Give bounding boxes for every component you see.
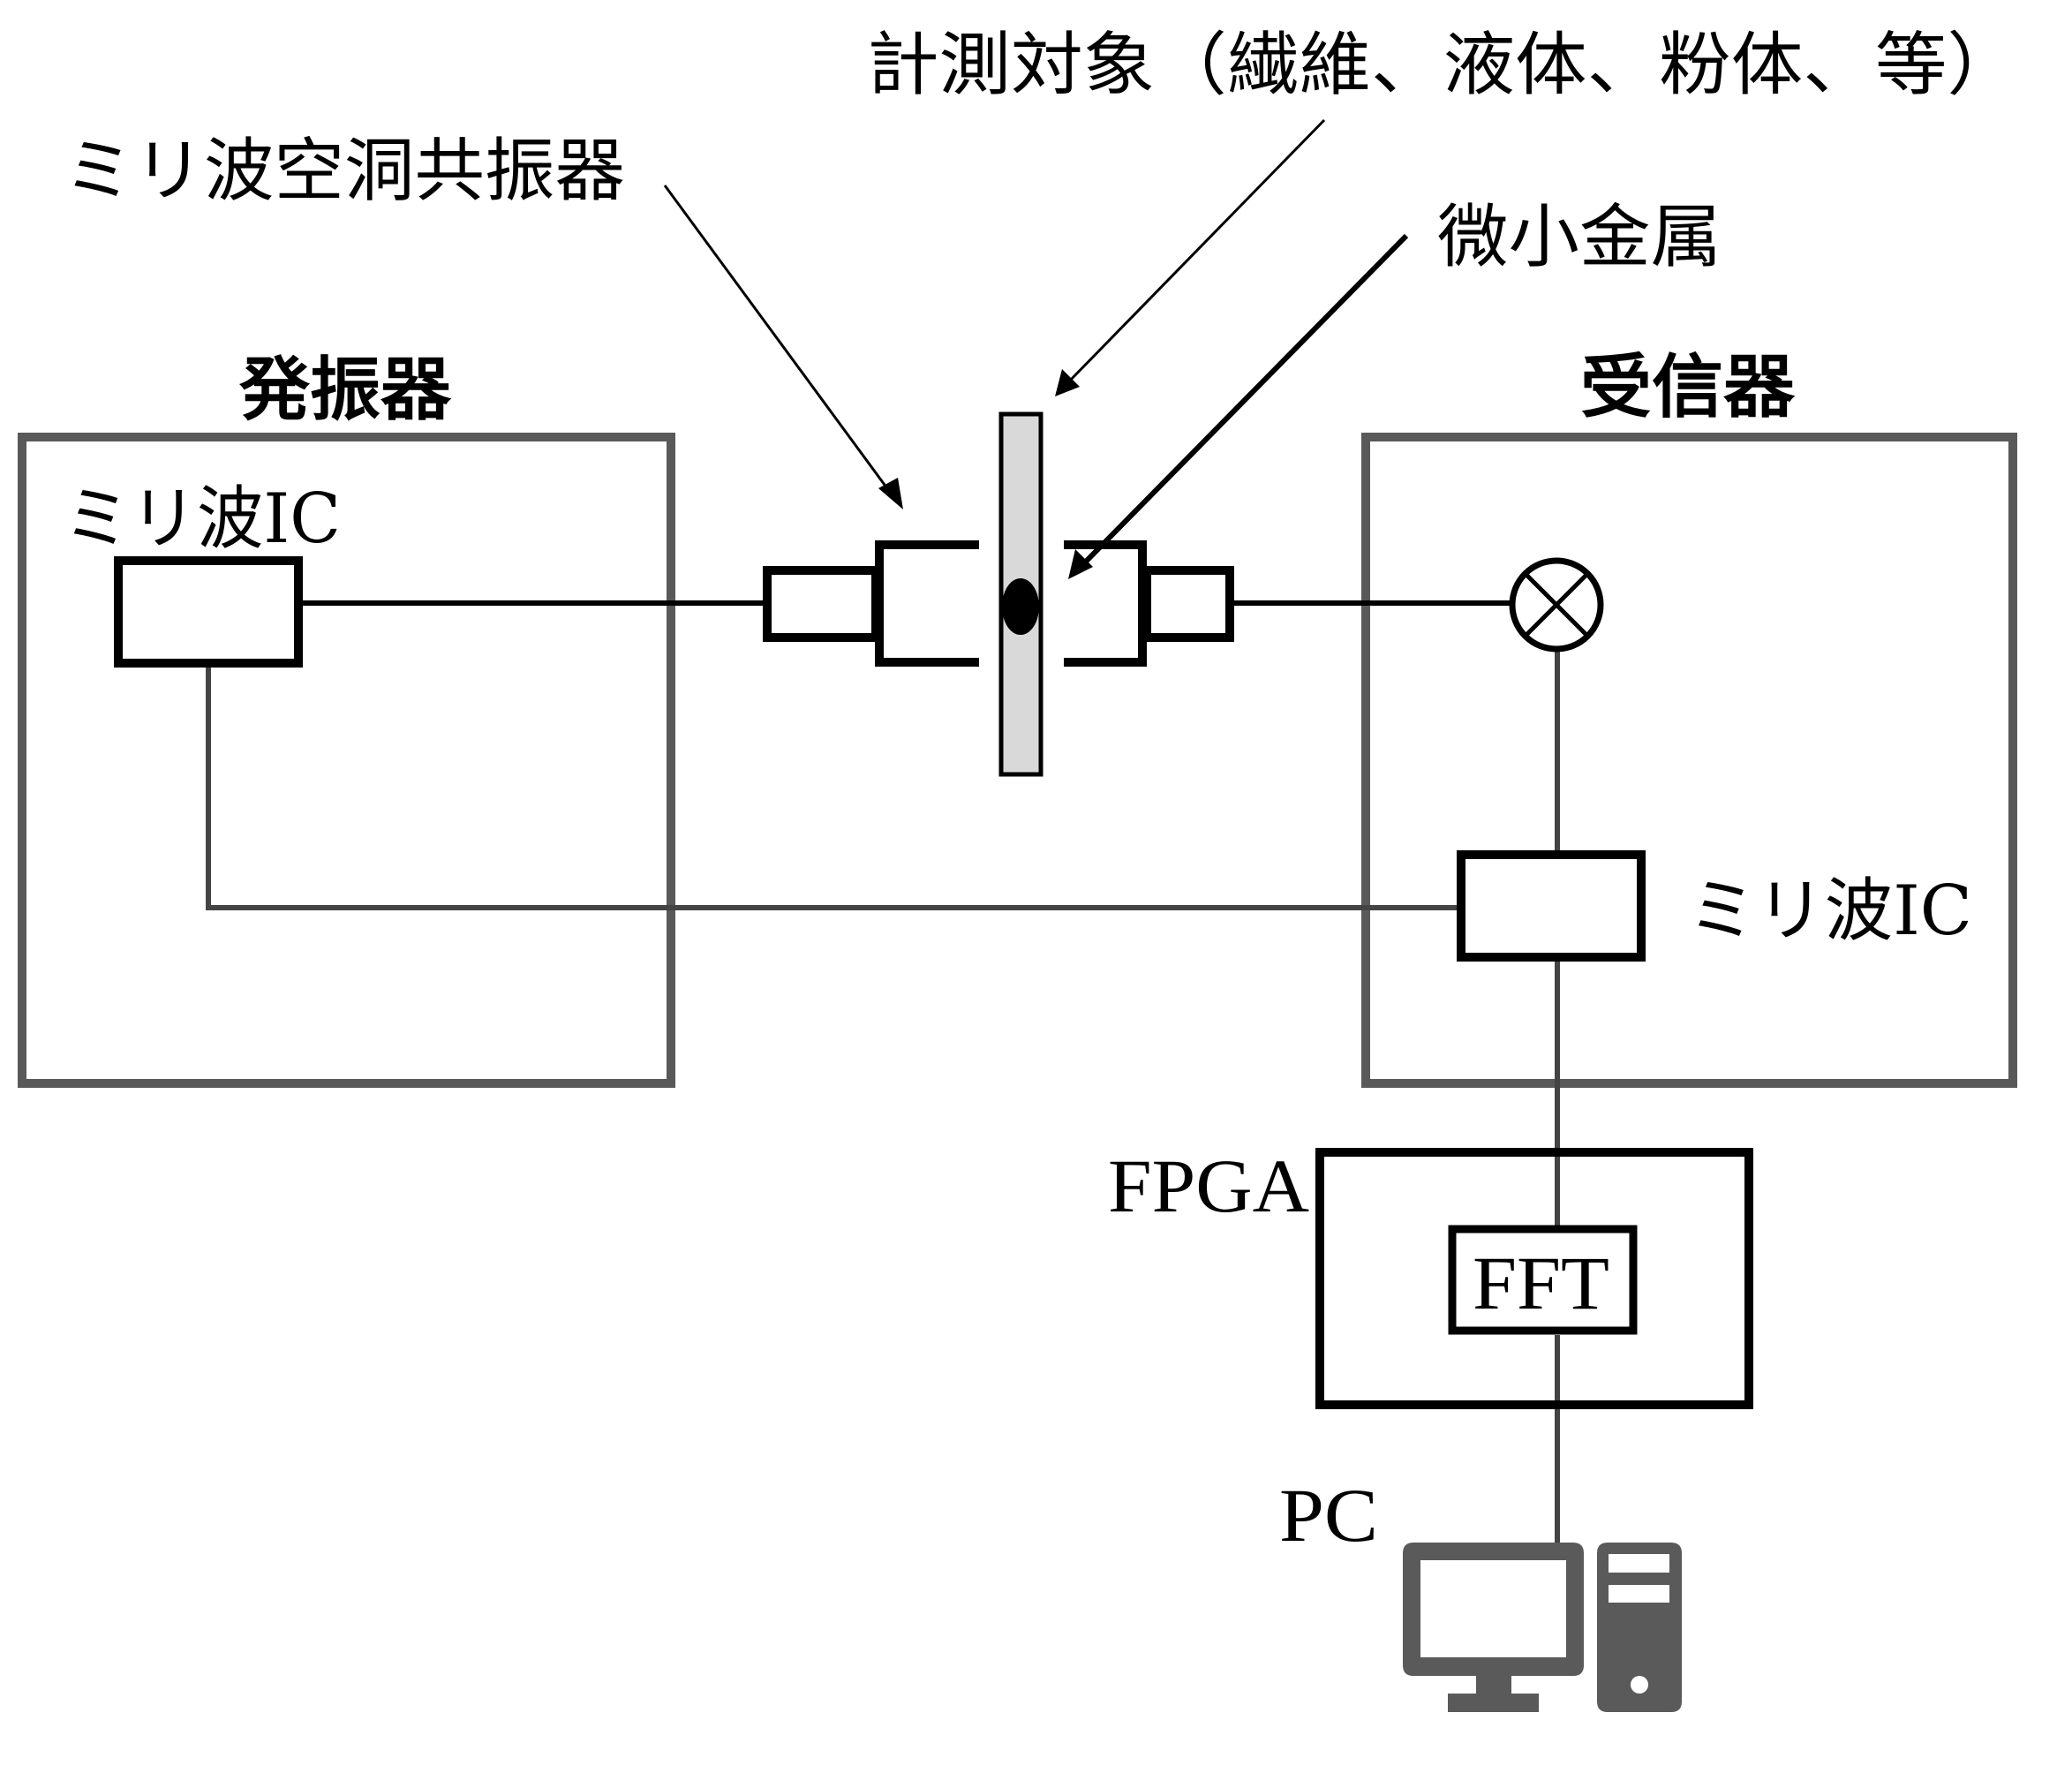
transmitter-label: 発振器 xyxy=(238,350,452,430)
resonator-arrow xyxy=(663,185,903,509)
fft-label: FFT xyxy=(1473,1241,1609,1325)
fpga-label: FPGA xyxy=(1108,1143,1309,1228)
transmitter-ic-block xyxy=(114,556,303,668)
fft-box xyxy=(1448,1225,1638,1335)
measurement-target-label: 計測対象（繊維、液体、粉体、等） xyxy=(867,26,2019,105)
receiver-ic-label: ミリ波IC xyxy=(1688,871,1972,951)
pc-label: PC xyxy=(1279,1473,1378,1558)
local-oscillator-wire xyxy=(206,668,1457,910)
micro-metal-label: 微小金属 xyxy=(1437,198,1722,277)
left-waveguide xyxy=(763,566,880,642)
measurement-target-arrow xyxy=(1055,118,1326,396)
fpga-box xyxy=(1315,1148,1753,1409)
desktop-computer-icon xyxy=(1403,1543,1682,1712)
mixer-icon xyxy=(1509,557,1604,653)
transmitter-box xyxy=(18,433,675,1088)
right-waveguide xyxy=(1142,566,1234,642)
micro-metal-arrow xyxy=(1068,233,1409,579)
receiver-label: 受信器 xyxy=(1580,347,1796,427)
cavity-resonator xyxy=(763,540,1234,667)
resonator-label: ミリ波空洞共振器 xyxy=(64,132,625,211)
receiver-box xyxy=(1361,433,2017,1088)
receiver-ic-block xyxy=(1457,850,1646,962)
micro-metal-particle xyxy=(1002,578,1039,635)
left-cavity-half xyxy=(875,540,979,667)
transmitter-ic-label: ミリ波IC xyxy=(64,479,341,559)
